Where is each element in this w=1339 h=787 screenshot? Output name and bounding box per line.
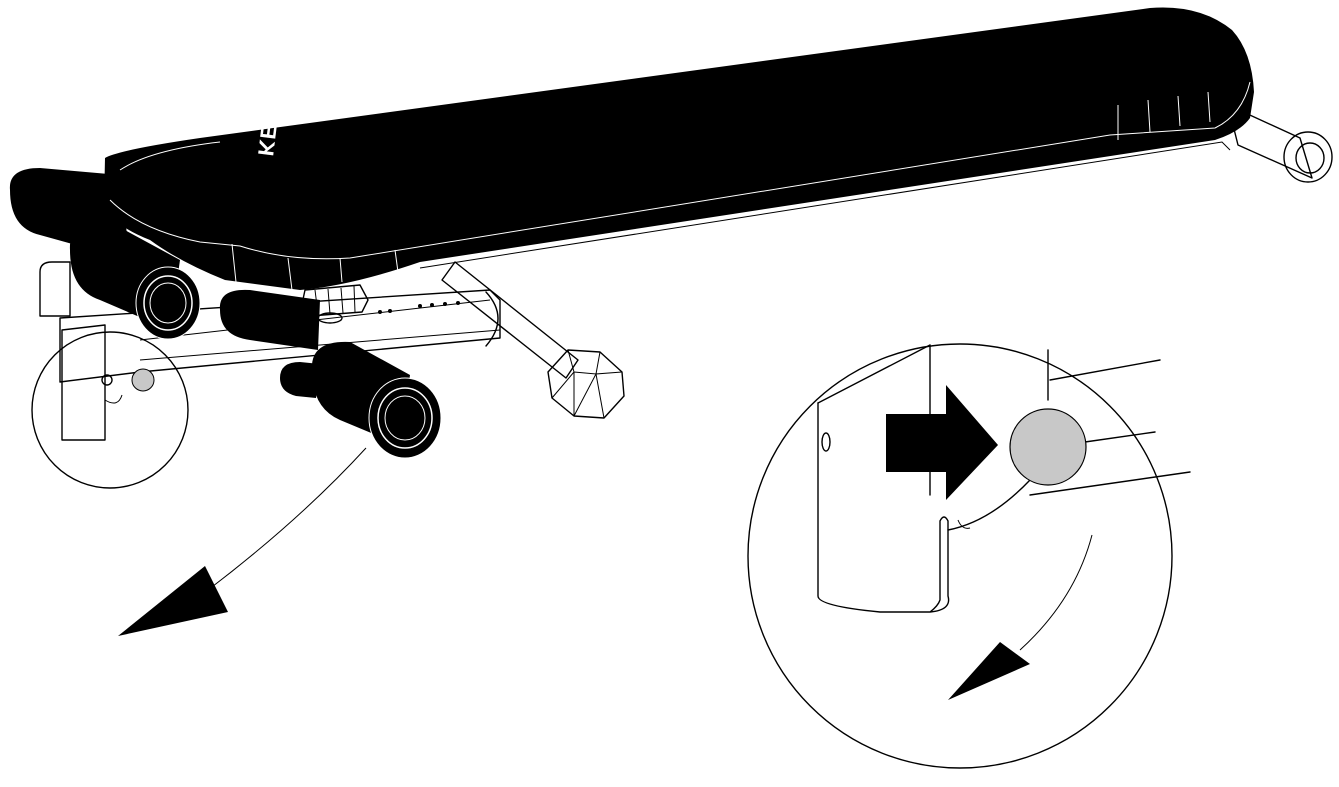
- leg-roller-pads: [9, 168, 442, 459]
- detail-callout-circle-large: [747, 343, 1191, 769]
- locking-pin: [131, 368, 155, 392]
- detail-callout-circle-small: [31, 331, 189, 489]
- front-support-tube: [441, 261, 625, 419]
- curved-arrow-icon: [118, 447, 367, 636]
- adjustment-knob: [301, 284, 369, 324]
- seat-pad: KETTLER: [104, 7, 1254, 291]
- seat-bracket: [39, 261, 123, 441]
- rear-support-tube: [1227, 104, 1333, 183]
- curved-arrow-icon-detail: [948, 534, 1093, 700]
- arrow-right-icon: [886, 385, 998, 500]
